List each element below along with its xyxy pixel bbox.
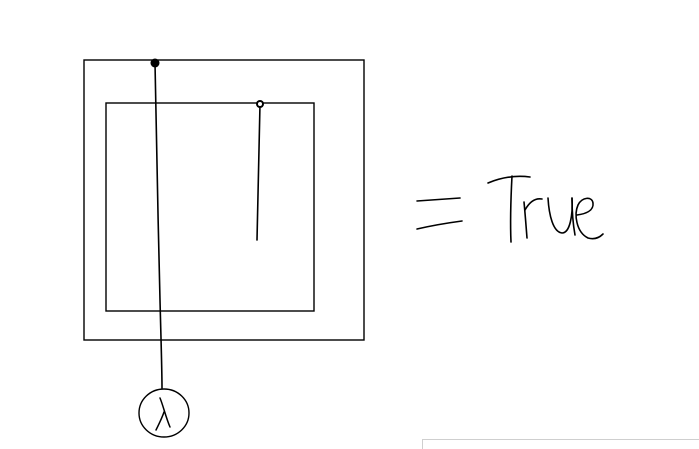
lambda-node-circle <box>138 388 190 438</box>
lambda-glyph <box>155 397 171 431</box>
inner-binding-dot-highlight <box>258 102 262 106</box>
inner-binding-line <box>256 103 261 241</box>
outer-binding-line <box>154 62 163 389</box>
panel-edge <box>422 439 699 449</box>
true-handwriting <box>487 175 604 243</box>
outer-binding-dot <box>150 58 160 68</box>
equals-sign <box>416 197 463 230</box>
outer-square <box>83 59 365 341</box>
inner-square <box>105 102 315 312</box>
